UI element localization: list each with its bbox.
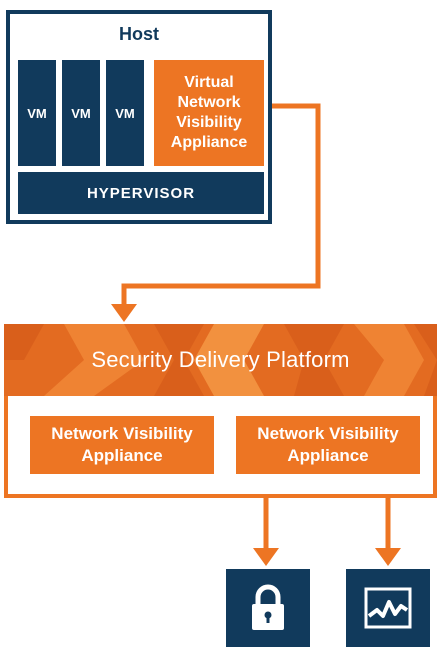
banner-pattern xyxy=(4,324,437,396)
network-visibility-appliance: Network Visibility Appliance xyxy=(30,416,214,474)
security-tool-box xyxy=(226,569,310,647)
security-delivery-platform-banner: Security Delivery Platform xyxy=(4,324,437,396)
host-box: Host VM VM VM Virtual Network Visibility… xyxy=(6,10,272,224)
host-title: Host xyxy=(119,24,159,44)
virtual-appliance-block: Virtual Network Visibility Appliance xyxy=(154,60,264,166)
platform-title: Security Delivery Platform xyxy=(91,347,350,372)
monitoring-tool-box xyxy=(346,569,430,647)
platform-to-lock-arrowhead xyxy=(253,548,279,566)
hypervisor-block: HYPERVISOR xyxy=(18,172,264,214)
lock-icon xyxy=(252,584,284,630)
vm-block: VM xyxy=(18,60,56,166)
network-visibility-appliance: Network Visibility Appliance xyxy=(236,416,420,474)
monitor-graph-icon xyxy=(364,587,412,629)
host-to-platform-arrowhead xyxy=(111,304,137,322)
platform-to-monitor-arrowhead xyxy=(375,548,401,566)
host-to-platform-connector xyxy=(121,103,321,312)
vm-block: VM xyxy=(62,60,100,166)
vm-block: VM xyxy=(106,60,144,166)
